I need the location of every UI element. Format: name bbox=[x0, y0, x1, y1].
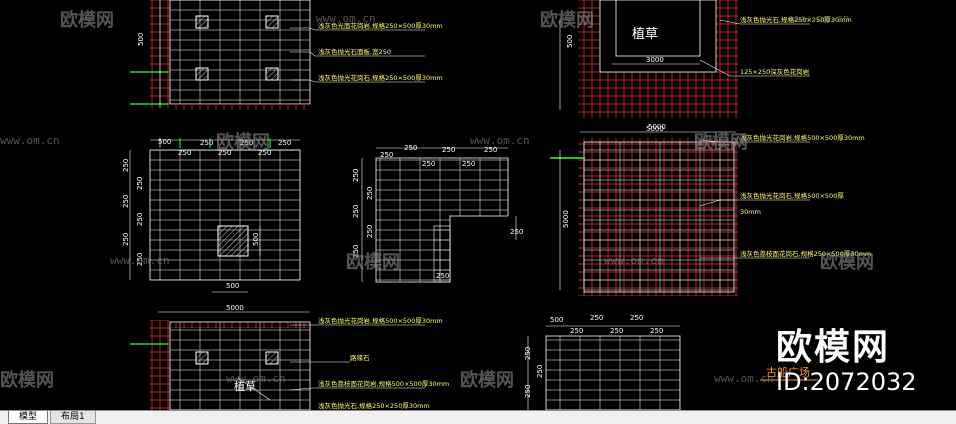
plan-middle-left bbox=[129, 138, 301, 293]
dim-250-st-4: 250 bbox=[442, 146, 455, 154]
brand-id: ID:2072032 bbox=[776, 368, 917, 396]
watermark-text: 欧模网 bbox=[540, 10, 594, 31]
cad-model-viewport[interactable]: 500 5000 3000 500 500 250 250 250 250 25… bbox=[0, 0, 956, 411]
brand-name: 欧模网 bbox=[776, 327, 891, 368]
dimension-texts: 500 5000 3000 500 500 250 250 250 250 25… bbox=[122, 33, 666, 398]
label-l8: 浅灰色抛光花岗石,规格500×500厚 bbox=[740, 191, 844, 200]
label-grass-bottom: 植草 bbox=[234, 379, 256, 393]
dim-250-ml-v2: 250 bbox=[136, 177, 144, 190]
dim-5000-top-right: 5000 bbox=[646, 125, 664, 133]
plan-bottom-left bbox=[130, 311, 425, 411]
label-l2: 浅灰色抛光石面板,宽250 bbox=[318, 47, 391, 56]
watermark-text: 欧模网 bbox=[216, 132, 270, 153]
dim-250-ml-4: 250 bbox=[240, 139, 253, 147]
dim-250-st-2: 250 bbox=[404, 144, 417, 152]
layout-tab-bar: 模型 布局1 bbox=[0, 410, 956, 424]
watermark-url: www.om.cn bbox=[714, 372, 774, 385]
dim-3000-top-right: 3000 bbox=[646, 56, 664, 64]
dim-250-ml-v4: 250 bbox=[136, 213, 144, 226]
dim-250-st-v5: 250 bbox=[352, 245, 360, 258]
dim-250-st-v3: 250 bbox=[352, 205, 360, 218]
area-labels: 植草 植草 古船广场 bbox=[234, 27, 810, 393]
dim-500-ml-bottom: 500 bbox=[226, 282, 239, 290]
dim-250-bm-v3: 250 bbox=[524, 385, 532, 398]
dim-250-bm-1: 250 bbox=[570, 327, 583, 335]
tab-layout1[interactable]: 布局1 bbox=[50, 411, 96, 424]
label-l4-bl: 浅灰色抛光花岗岩,规格500×500厚30mm bbox=[318, 316, 443, 325]
watermark-url: www.om.cn bbox=[604, 254, 664, 267]
plan-top-right bbox=[559, 0, 810, 118]
label-l4-mr: 浅灰色抛光花岗岩,规格500×500厚30mm bbox=[740, 133, 865, 142]
dim-250-st-v4: 250 bbox=[366, 225, 374, 238]
dim-250-ml-v3: 250 bbox=[122, 195, 130, 208]
watermark-url: www.om.cn bbox=[790, 12, 850, 25]
dim-250-st-v1: 250 bbox=[352, 169, 360, 182]
dim-250-ml-5: 250 bbox=[258, 149, 271, 157]
tab-model[interactable]: 模型 bbox=[8, 411, 49, 424]
dim-5000-mr: 5000 bbox=[648, 123, 666, 131]
dim-500-left-top: 500 bbox=[137, 33, 145, 46]
label-l10: 路缘石 bbox=[350, 353, 370, 362]
dim-250-st-6: 250 bbox=[484, 146, 497, 154]
dim-500-bm-1: 500 bbox=[550, 316, 563, 324]
label-l3: 浅灰色抛光花岗石,规格250×500厚30mm bbox=[318, 73, 443, 82]
dim-250-st-right: 250 bbox=[510, 228, 523, 236]
watermark-text: 欧模网 bbox=[694, 132, 748, 153]
dim-5000-mr-v: 5000 bbox=[562, 210, 570, 228]
watermark-text: 欧模网 bbox=[820, 252, 874, 273]
label-l6-bl: 浅灰色抛光石,规格250×250厚30mm bbox=[318, 401, 430, 410]
label-l6: 浅灰色抛光石,规格250×250厚30mm bbox=[740, 15, 852, 24]
watermark-url: www.om.cn bbox=[316, 12, 376, 25]
watermark-url: www.om.cn bbox=[0, 134, 60, 147]
watermark-url: www.om.cn bbox=[226, 372, 286, 385]
dim-250-st-bottom: 250 bbox=[436, 272, 449, 280]
plan-middle-right bbox=[550, 131, 810, 296]
dim-250-ml-v5: 250 bbox=[122, 233, 130, 246]
label-l11: 30mm bbox=[740, 208, 761, 216]
dim-250-st-3: 250 bbox=[422, 160, 435, 168]
dim-250-ml-1: 250 bbox=[178, 149, 191, 157]
cad-drawing: 500 5000 3000 500 500 250 250 250 250 25… bbox=[122, 0, 871, 411]
label-grass-top: 植草 bbox=[632, 27, 658, 42]
label-l1: 浅灰色光面花岗岩,规格250×500厚30mm bbox=[318, 21, 443, 30]
dim-250-bm-3: 250 bbox=[610, 327, 623, 335]
watermark-text: 欧模网 bbox=[346, 252, 400, 273]
dim-250-ml-3: 250 bbox=[218, 149, 231, 157]
dim-250-bm-5: 250 bbox=[650, 327, 663, 335]
dim-500-ml-right: 500 bbox=[252, 233, 260, 246]
label-plaza: 古船广场 bbox=[766, 365, 810, 379]
dim-250-st-v2: 250 bbox=[366, 187, 374, 200]
dim-250-st-1: 250 bbox=[380, 151, 393, 159]
dim-250-st-5: 250 bbox=[462, 160, 475, 168]
dim-500-ml-1: 500 bbox=[158, 138, 171, 146]
dim-250-bm-4: 250 bbox=[630, 314, 643, 322]
dim-250-bm-v1: 250 bbox=[524, 347, 532, 360]
label-l9: 浅灰色荔枝面花岗石,规格250×500厚30mm bbox=[740, 249, 871, 258]
dim-250-ml-v6: 250 bbox=[136, 253, 144, 266]
label-l7: 125×250深灰色花岗岩 bbox=[740, 67, 810, 76]
dim-5000-bl: 5000 bbox=[226, 304, 244, 312]
plan-bottom-middle bbox=[527, 325, 818, 411]
watermark-text: 欧模网 bbox=[460, 370, 514, 391]
dim-250-ml-6: 250 bbox=[278, 139, 291, 147]
dim-250-bm-2: 250 bbox=[590, 314, 603, 322]
dim-500-top-right: 500 bbox=[566, 35, 574, 48]
watermark-text: 欧模网 bbox=[60, 10, 114, 31]
label-l5: 浅灰色荔枝面花岗岩,规格500×500厚30mm bbox=[318, 379, 449, 388]
plan-top-left bbox=[130, 0, 425, 110]
watermark-url: www.om.cn bbox=[470, 134, 530, 147]
dim-250-ml-2: 250 bbox=[200, 139, 213, 147]
watermark-url: www.om.cn bbox=[110, 254, 170, 267]
watermark-text: 欧模网 bbox=[0, 370, 54, 391]
brand-stamp: 欧模网 ID:2072032 bbox=[776, 327, 917, 397]
plan-middle-stepped bbox=[361, 147, 517, 283]
annotation-labels: 浅灰色光面花岗岩,规格250×500厚30mm 浅灰色抛光石面板,宽250 浅灰… bbox=[318, 15, 871, 410]
dim-250-ml-v1: 250 bbox=[122, 159, 130, 172]
dim-250-bm-v2: 250 bbox=[536, 365, 544, 378]
